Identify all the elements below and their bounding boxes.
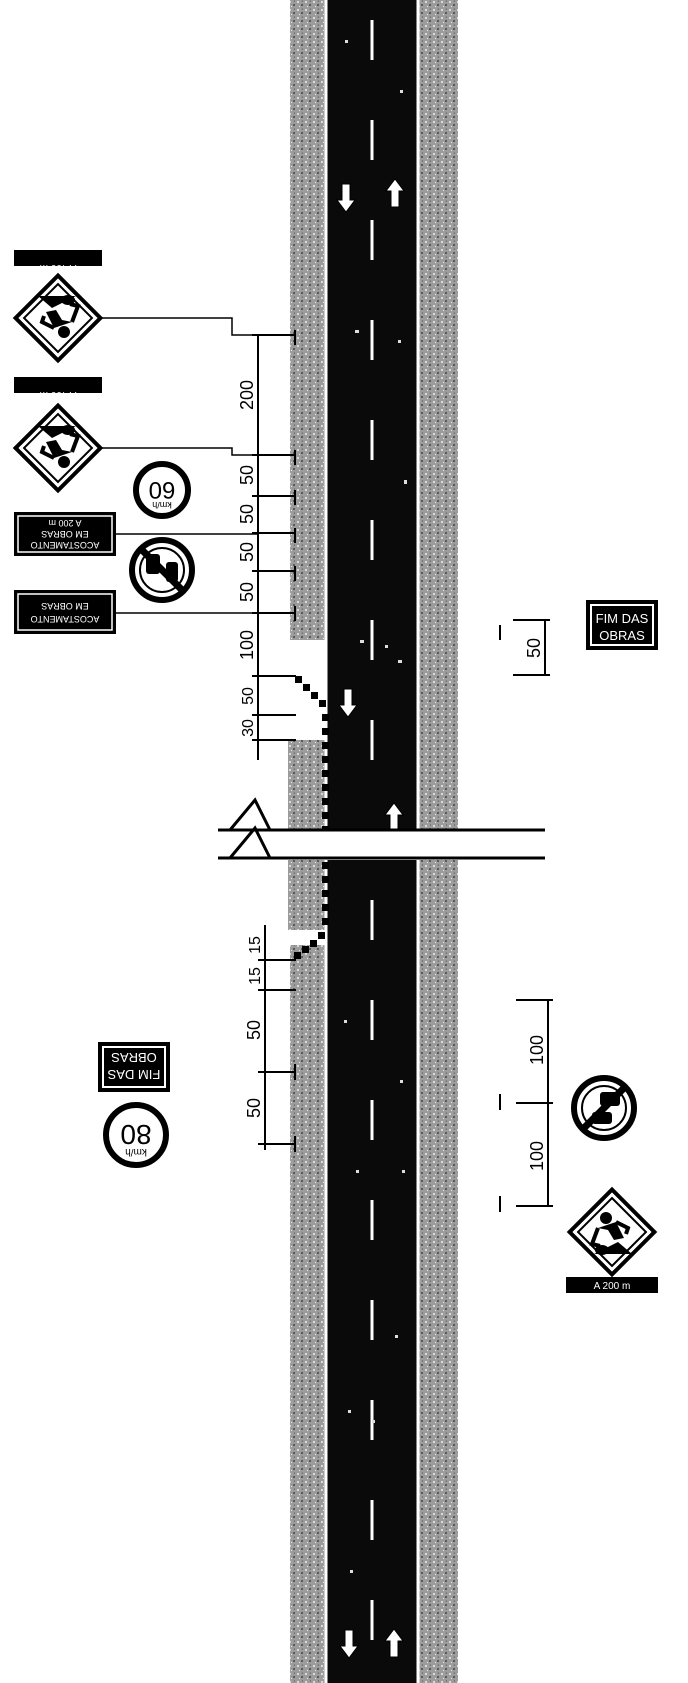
sign-text: FIM DAS xyxy=(107,1067,160,1082)
detour-plate: ACOSTAMENTO EM OBRAS xyxy=(14,590,116,634)
lower-dimension-chain: 15 15 50 50 xyxy=(244,925,296,1152)
leader-line xyxy=(100,447,258,456)
dim-label: 50 xyxy=(244,1098,264,1118)
left-shoulder-upper xyxy=(290,0,326,640)
speed-unit: km/h xyxy=(125,1146,147,1157)
asphalt-speckles xyxy=(344,40,407,1573)
speed-unit: km/h xyxy=(152,500,172,510)
distance-plate: A 400 m xyxy=(14,250,102,273)
sign-text: OBRAS xyxy=(111,1050,157,1065)
dim-label: 50 xyxy=(524,638,544,658)
distance-plate: A 400 m xyxy=(14,377,102,400)
road-works-sign-icon xyxy=(567,1187,657,1277)
dim-label: 100 xyxy=(237,630,257,660)
leader-line xyxy=(100,317,258,336)
dim-label: 50 xyxy=(240,687,257,705)
dim-label: 15 xyxy=(247,936,264,954)
lower-right-dimension: 100 100 xyxy=(499,999,553,1212)
dim-label: 15 xyxy=(247,967,264,985)
end-of-works-sign-upper: FIM DAS OBRAS xyxy=(586,600,658,650)
plate-text: A 400 m xyxy=(40,389,77,400)
plate-text: A 200 m xyxy=(594,1281,631,1292)
lower-right-signs: A 200 m xyxy=(566,1078,658,1293)
dim-label: 50 xyxy=(237,542,257,562)
plate-text: A 200 m xyxy=(48,518,81,528)
break-lines xyxy=(218,797,550,860)
left-shoulder-lower xyxy=(290,945,326,1683)
upper-left-signs: A 400 m A 400 m 60 km/h ACOSTAMENTO EM O… xyxy=(13,250,258,634)
detour-plate: ACOSTAMENTO EM OBRAS A 200 m xyxy=(14,512,116,556)
plate-text: ACOSTAMENTO xyxy=(31,540,100,550)
lower-left-signs: FIM DAS OBRAS 80 km/h xyxy=(98,1042,170,1168)
roadway xyxy=(218,0,550,1683)
closed-shoulder-upper xyxy=(288,740,328,830)
road-works-sign-icon xyxy=(13,273,103,363)
no-overtaking-sign-icon xyxy=(574,1078,634,1138)
dim-label: 30 xyxy=(240,719,257,737)
speed-value: 60 xyxy=(149,476,176,503)
sign-text: FIM DAS xyxy=(596,611,649,626)
closed-shoulder-lower xyxy=(288,860,328,930)
distance-plate: A 200 m xyxy=(566,1277,658,1293)
upper-dimension-chain: 200 50 50 50 50 100 50 30 xyxy=(237,330,296,760)
plate-text: EM OBRAS xyxy=(41,601,89,611)
dim-label: 50 xyxy=(237,465,257,485)
dim-label: 50 xyxy=(244,1020,264,1040)
dim-label: 100 xyxy=(527,1141,547,1171)
plate-text: A 400 m xyxy=(40,262,77,273)
speed-value: 80 xyxy=(120,1119,151,1150)
no-overtaking-sign-icon xyxy=(132,540,192,600)
plate-text: EM OBRAS xyxy=(41,529,89,539)
dim-label: 100 xyxy=(527,1035,547,1065)
speed-limit-sign: 60 km/h xyxy=(133,461,191,519)
sign-text: OBRAS xyxy=(599,628,645,643)
end-of-works-sign-lower: FIM DAS OBRAS xyxy=(98,1042,170,1092)
dim-label: 50 xyxy=(237,504,257,524)
plate-text: ACOSTAMENTO xyxy=(31,614,100,624)
dim-label: 50 xyxy=(237,582,257,602)
road-works-sign-icon xyxy=(13,403,103,493)
speed-limit-sign: 80 km/h xyxy=(103,1102,169,1168)
upper-right-dimension: 50 xyxy=(499,619,550,676)
taper-cones-lower xyxy=(294,862,329,959)
dim-label: 200 xyxy=(237,380,257,410)
